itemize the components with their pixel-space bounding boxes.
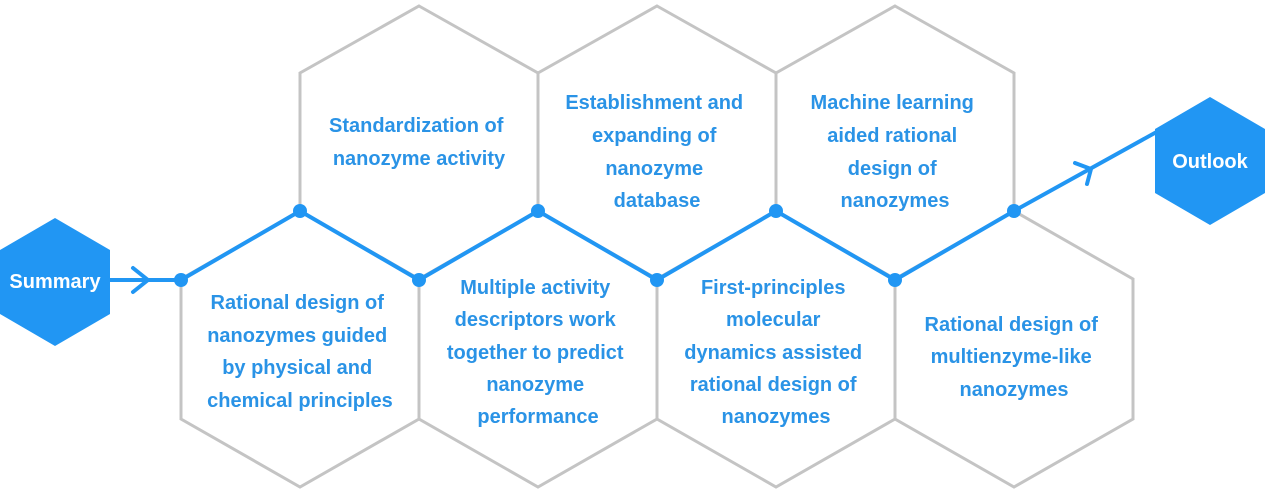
junction-dot — [293, 204, 307, 218]
bottom-hexagon-2: Multiple activity descriptors work toget… — [417, 209, 659, 489]
top-hexagon-2-text: Establishment and expanding of nanozyme … — [565, 92, 748, 212]
summary-label: Summary — [9, 271, 101, 293]
flow-path-line — [110, 117, 1181, 282]
arrow-head-icon — [1073, 161, 1093, 186]
junction-dot — [650, 273, 664, 287]
junction-dot — [412, 273, 426, 287]
top-hexagon-1-text: Standardization of nanozyme activity — [329, 115, 509, 170]
junction-dot — [531, 204, 545, 218]
junction-dot — [888, 273, 902, 287]
junction-dot — [174, 273, 188, 287]
junction-dot — [1007, 204, 1021, 218]
junction-dot — [769, 204, 783, 218]
arrow-head-icon — [131, 266, 150, 294]
outlook-hexagon: Outlook — [1155, 97, 1265, 225]
bottom-hexagon-2-text: Multiple activity descriptors work toget… — [447, 277, 629, 428]
bottom-hexagon-4: Rational design of multienzyme-like nano… — [893, 209, 1135, 489]
bottom-hexagon-4-text: Rational design of multienzyme-like nano… — [925, 314, 1104, 401]
bottom-hexagon-3-text: First-principles molecular dynamics assi… — [684, 277, 867, 428]
bottom-hexagon-1-text: Rational design of nanozymes guided by p… — [207, 292, 393, 412]
summary-hexagon: Summary — [0, 218, 110, 346]
top-hexagon-2: Establishment and expanding of nanozyme … — [536, 4, 778, 281]
bottom-hexagon-1: Rational design of nanozymes guided by p… — [179, 209, 421, 489]
top-hexagon-3-text: Machine learning aided rational design o… — [811, 92, 980, 212]
outlook-label: Outlook — [1172, 151, 1248, 173]
